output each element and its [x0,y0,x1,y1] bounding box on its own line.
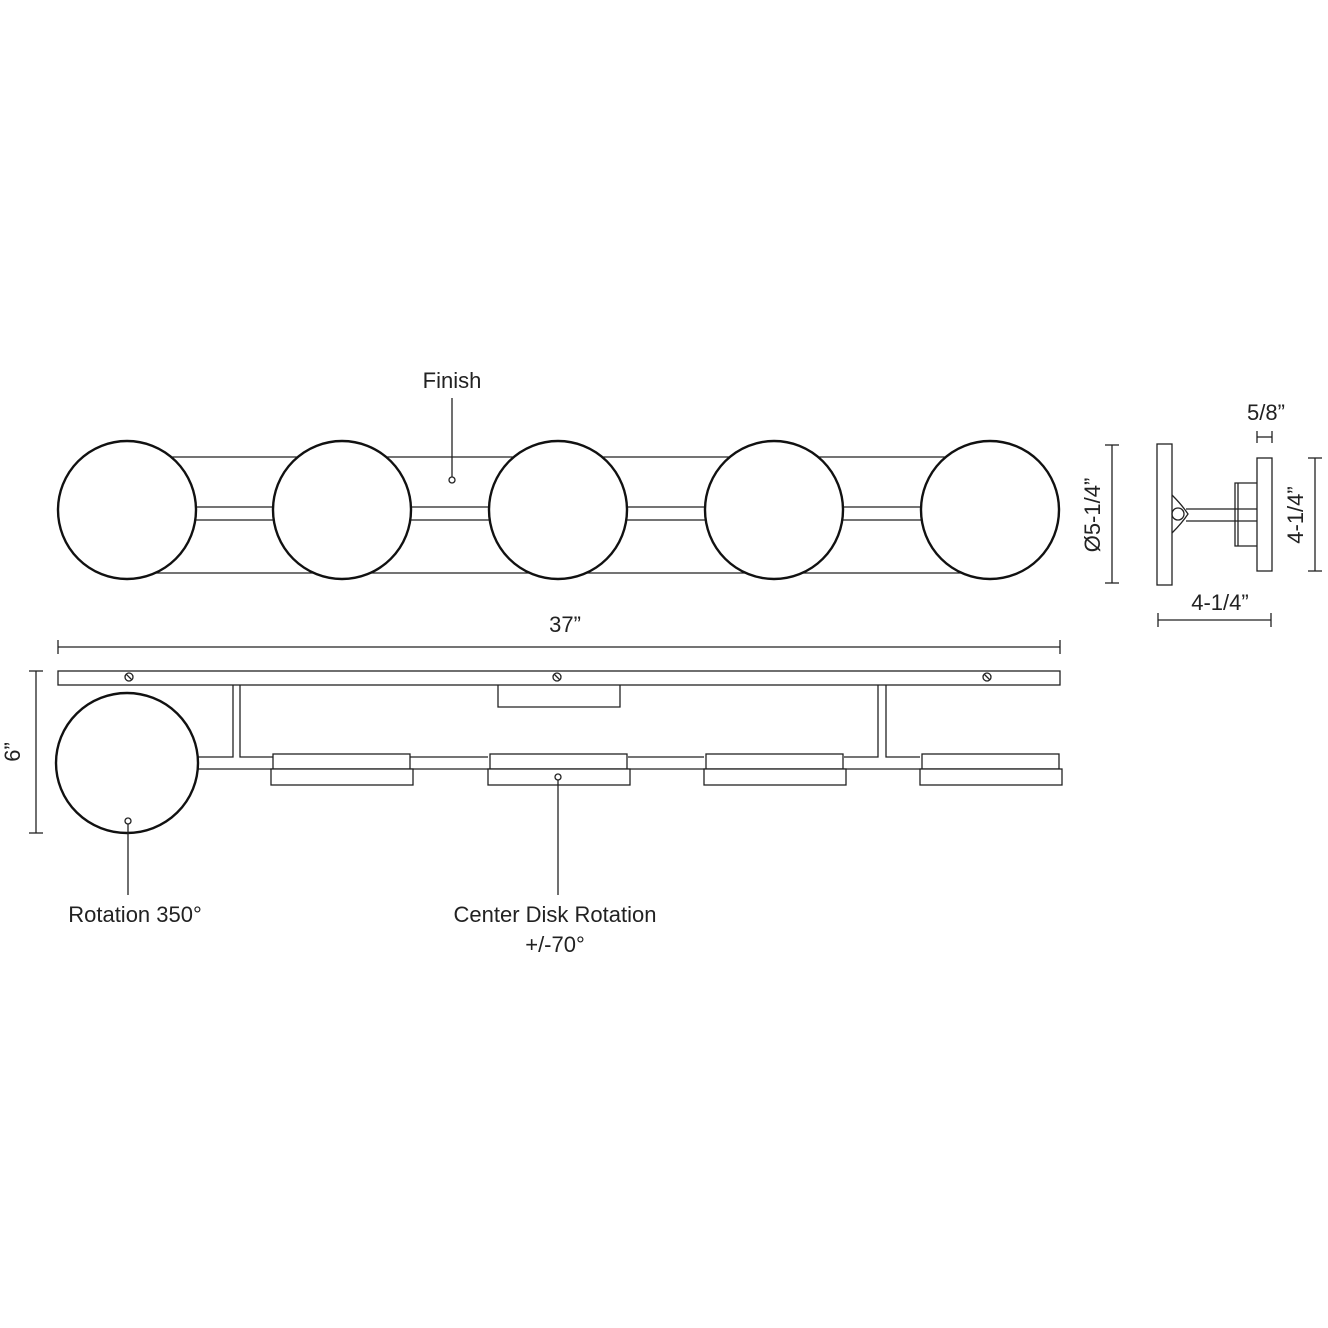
front-view: Finish [56,368,1061,581]
bottom-view: Rotation 350° Center Disk Rotation +/-70… [54,670,1063,957]
center-rotation-label: Center Disk Rotation [454,902,657,927]
depth-label: 4-1/4” [1191,590,1248,615]
height-dimension: 6” [0,670,43,834]
rotation-leader-dot [124,817,132,825]
end-disk [54,691,200,835]
backplate-height-label: 4-1/4” [1283,486,1308,543]
side-view: Ø5-1/4” 5/8” 4-1/4” 4-1/4” [1080,400,1322,627]
disk-2 [271,439,413,581]
backplate [57,670,1061,686]
side-arm [1186,508,1257,522]
stem-left [198,685,273,758]
disk-4 [703,439,845,581]
finish-leader-dot [448,476,456,484]
width-label: 37” [549,612,581,637]
height-label: 6” [0,742,25,762]
finish-label: Finish [423,368,482,393]
stem-right [844,685,920,758]
rotation-label: Rotation 350° [68,902,202,927]
knuckle [1171,494,1189,534]
disk-5 [919,439,1061,581]
width-dimension: 37” [57,612,1061,654]
side-disks [270,753,1063,786]
backplate-profile [1256,457,1273,572]
disk-profile [1156,443,1173,586]
canopy [497,685,621,708]
plate-thickness-label: 5/8” [1247,400,1285,425]
disk-1 [56,439,198,581]
pivot [1171,507,1185,521]
disk-3 [487,439,629,581]
diameter-label: Ø5-1/4” [1080,478,1105,553]
canopy-profile [1234,482,1257,547]
center-rotation-angle: +/-70° [525,932,585,957]
center-rotation-leader-dot [554,773,562,781]
screw-icon [124,672,992,682]
